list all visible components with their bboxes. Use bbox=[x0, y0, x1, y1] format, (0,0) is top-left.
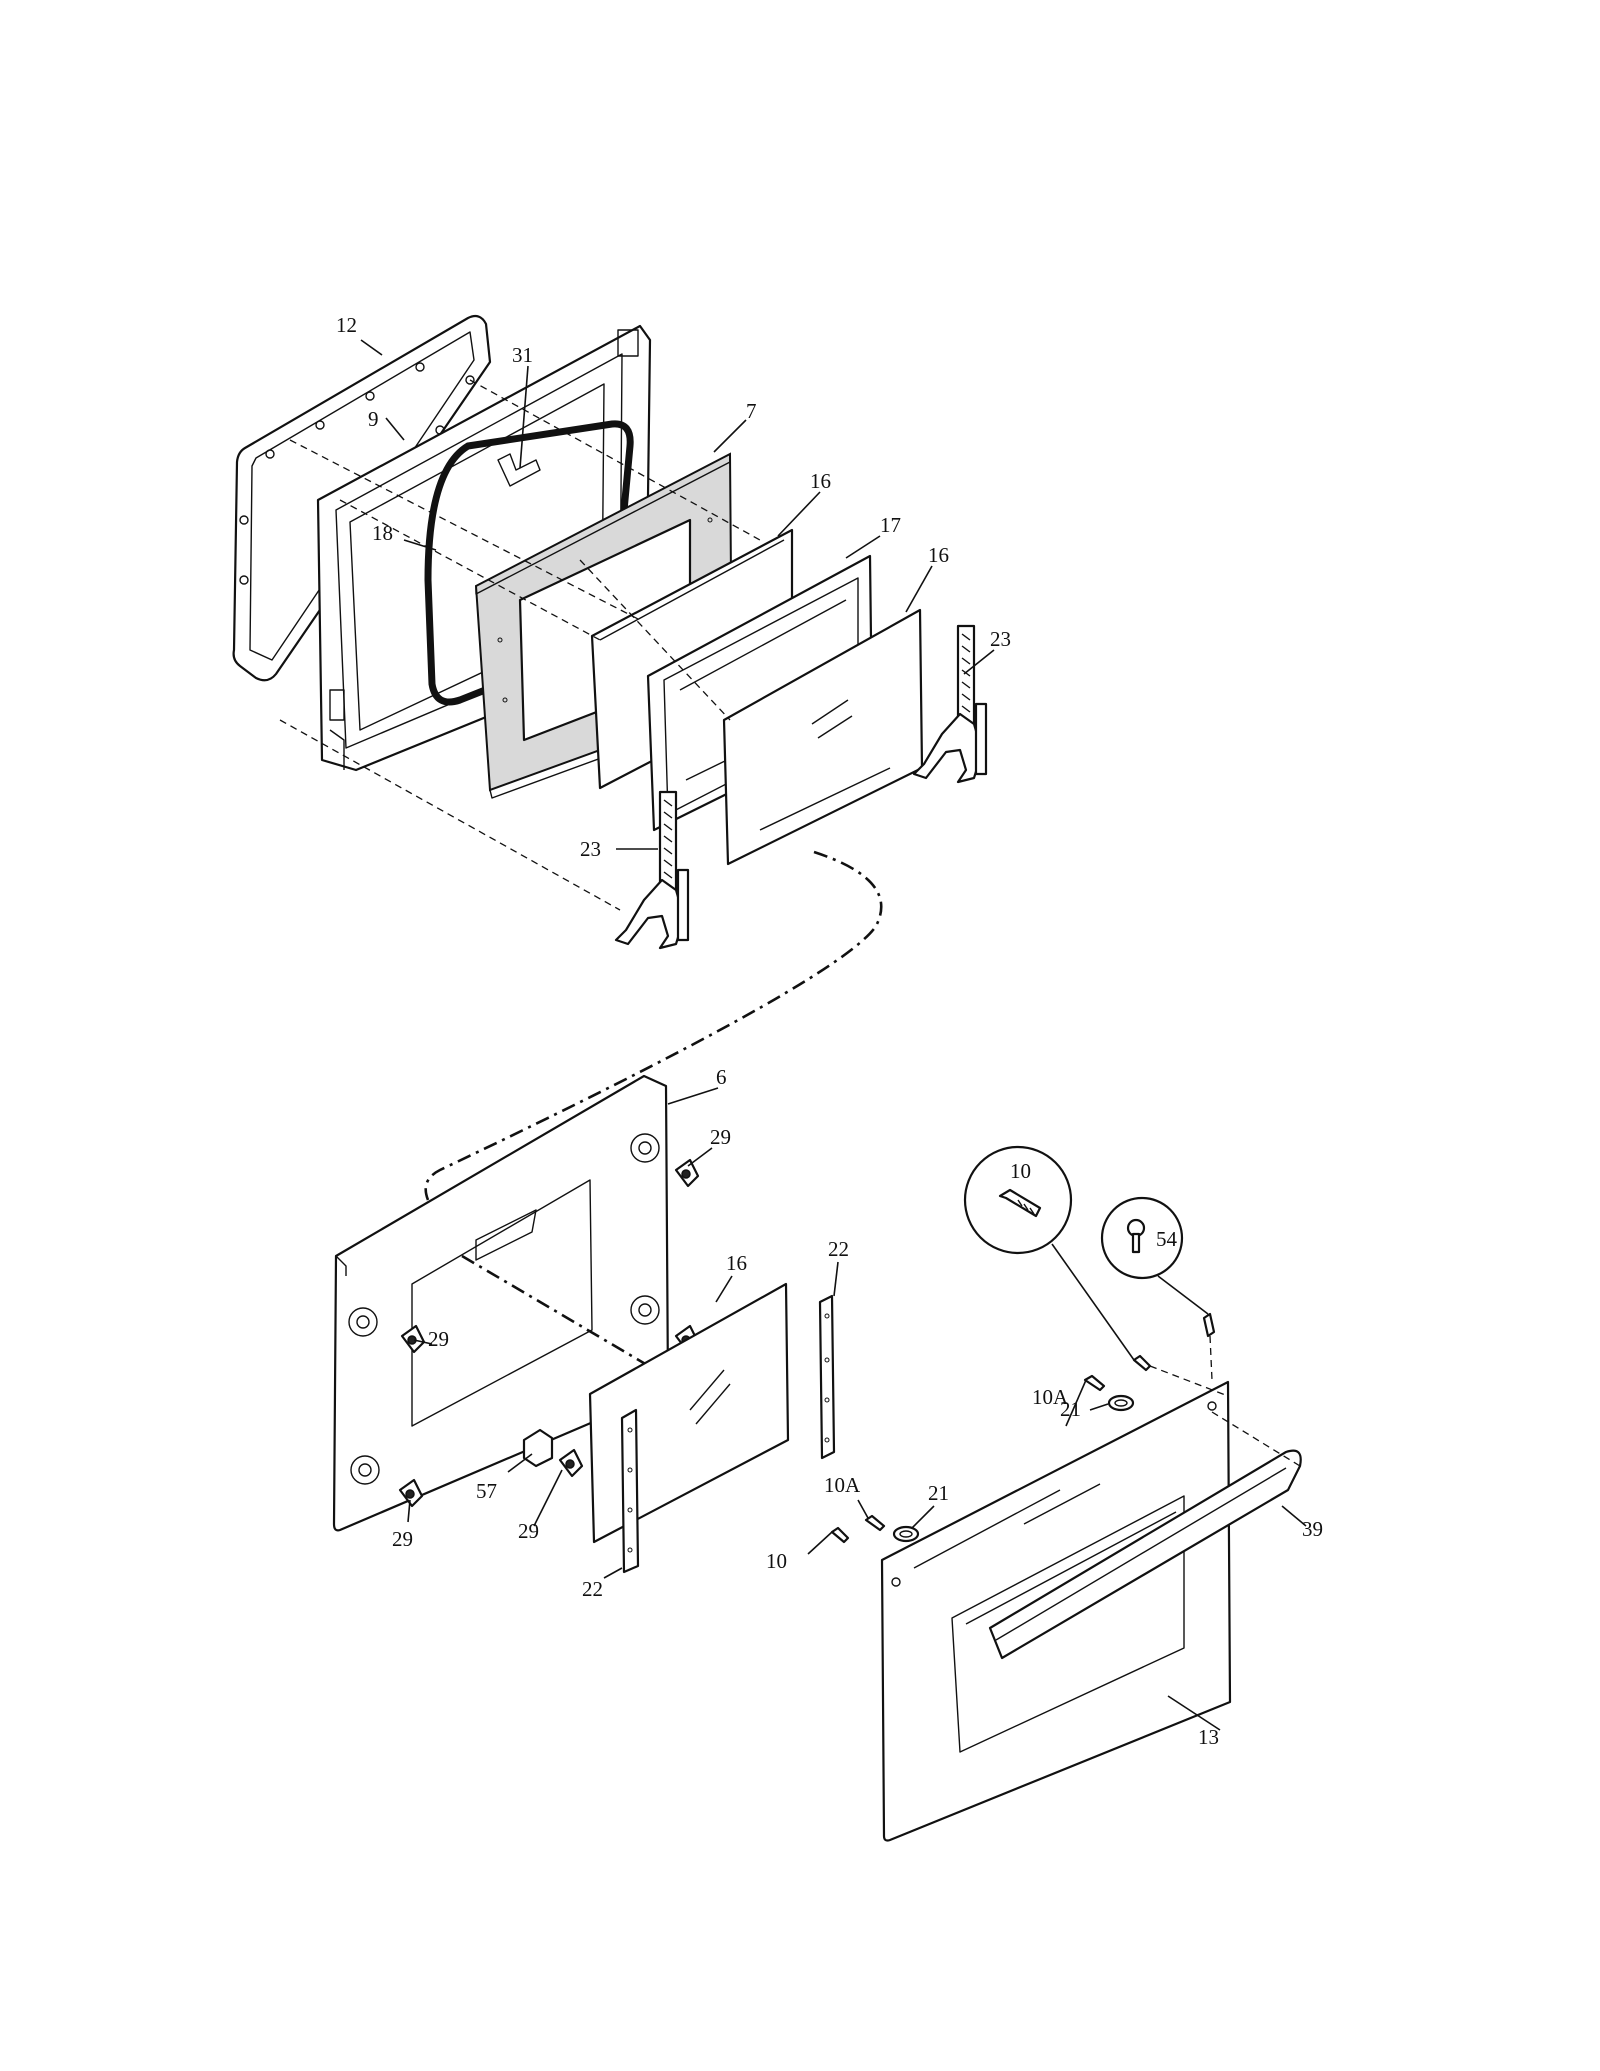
callout-18: 18 bbox=[372, 521, 393, 545]
callout-21-upper: 21 bbox=[1060, 1397, 1081, 1421]
part-29-bumper-c bbox=[398, 1478, 424, 1508]
part-21-washer-lower bbox=[892, 1525, 920, 1543]
callout-9: 9 bbox=[368, 407, 379, 431]
callout-17: 17 bbox=[880, 513, 901, 537]
callout-16-upper-a: 16 bbox=[810, 469, 831, 493]
part-22-glass-bracket-right bbox=[818, 1294, 836, 1460]
part-16-glass-panel-upper-b bbox=[722, 608, 924, 866]
callout-29-a: 29 bbox=[710, 1125, 731, 1149]
part-57-clip bbox=[522, 1428, 554, 1468]
callout-10a-lower: 10A bbox=[824, 1473, 861, 1497]
part-16-glass-panel-lower bbox=[588, 1282, 790, 1544]
assembly-connection-curve bbox=[424, 850, 883, 1201]
callout-29-d: 29 bbox=[518, 1519, 539, 1543]
part-6-inner-door-panel bbox=[332, 1074, 670, 1532]
part-21-washer-upper bbox=[1107, 1394, 1135, 1412]
callout-6: 6 bbox=[716, 1065, 727, 1089]
callout-16-lower: 16 bbox=[726, 1251, 747, 1275]
part-39-door-handle bbox=[988, 1449, 1302, 1660]
callout-23-left: 23 bbox=[580, 837, 601, 861]
callout-29-b: 29 bbox=[428, 1327, 449, 1351]
part-22-glass-bracket-left bbox=[620, 1408, 640, 1574]
callout-7: 7 bbox=[746, 399, 757, 423]
callout-13: 13 bbox=[1198, 1725, 1219, 1749]
part-23-hinge-left bbox=[614, 790, 690, 950]
part-10a-screw-upper bbox=[1083, 1374, 1106, 1392]
callout-10a-upper: 10A bbox=[1032, 1385, 1069, 1409]
part-10-screw-upper bbox=[1132, 1354, 1152, 1372]
callout-39: 39 bbox=[1302, 1517, 1323, 1541]
part-10a-screw-lower bbox=[864, 1514, 886, 1532]
callout-10-lower: 10 bbox=[766, 1549, 787, 1573]
part-10-screw-lower bbox=[830, 1526, 850, 1544]
part-29-bumper-a bbox=[674, 1158, 700, 1188]
part-29-bumper-d bbox=[558, 1448, 584, 1478]
part-23-hinge-right bbox=[912, 624, 988, 784]
callout-10-detail: 10 bbox=[1010, 1159, 1031, 1183]
callout-31: 31 bbox=[512, 343, 533, 367]
part-54-screw-detail-circle bbox=[1100, 1196, 1184, 1280]
part-54-screw bbox=[1202, 1312, 1216, 1338]
callout-12: 12 bbox=[336, 313, 357, 337]
callout-54: 54 bbox=[1156, 1227, 1178, 1251]
callout-23-right: 23 bbox=[990, 627, 1011, 651]
callout-29-c: 29 bbox=[392, 1527, 413, 1551]
callout-16-upper-b: 16 bbox=[928, 543, 949, 567]
part-31-bracket bbox=[497, 453, 541, 487]
callout-leaders bbox=[360, 339, 1307, 1731]
callout-22-left: 22 bbox=[582, 1577, 603, 1601]
callout-21-lower: 21 bbox=[928, 1481, 949, 1505]
lower-alignment-line bbox=[461, 1254, 677, 1384]
callout-57: 57 bbox=[476, 1479, 497, 1503]
upper-alignment-lines bbox=[279, 379, 761, 911]
lower-screw-alignment-lines bbox=[1149, 1335, 1301, 1467]
callout-22-right: 22 bbox=[828, 1237, 849, 1261]
part-18-door-gasket bbox=[424, 420, 634, 706]
part-10-screw-detail-circle bbox=[963, 1145, 1073, 1255]
